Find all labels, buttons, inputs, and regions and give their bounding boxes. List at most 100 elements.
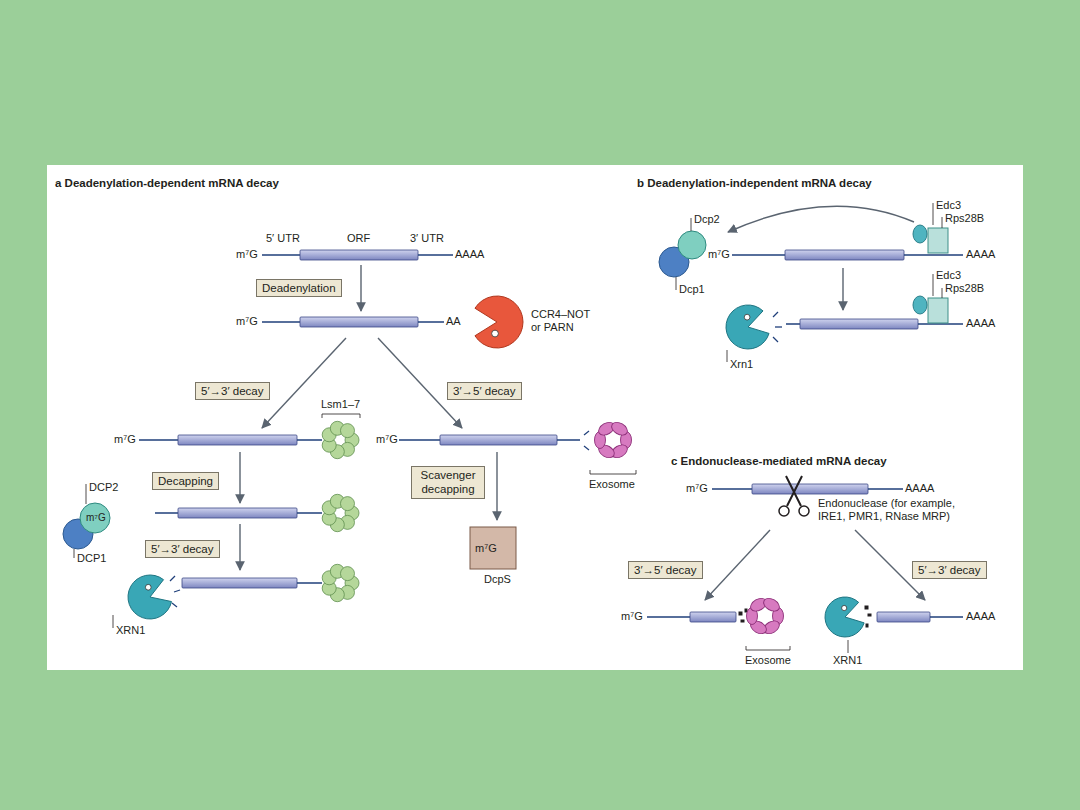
step-text: 5′→3′ decay [201, 384, 264, 398]
enzyme-pacman [825, 597, 864, 637]
figure-label: m⁷G [114, 433, 136, 446]
orf-bar [785, 250, 904, 260]
rna-fragment [865, 606, 868, 609]
figure-label: Exosome [589, 478, 635, 491]
leader-line [691, 218, 692, 231]
figure-panel [47, 165, 1023, 670]
enzyme-eye [842, 605, 847, 610]
figure-label: Edc3 [936, 269, 961, 282]
enzyme-eye [492, 330, 499, 337]
orf-bar [300, 250, 418, 260]
mrna-strand [262, 321, 300, 323]
step-box: Decapping [152, 472, 219, 490]
rna-fragment [739, 612, 742, 615]
orf-bar [178, 508, 297, 518]
figure-label: m⁷G [86, 512, 106, 524]
figure-label: m⁷G [621, 610, 643, 623]
figure-label: 3′ UTR [410, 232, 444, 245]
mrna-strand [297, 439, 322, 441]
step-text: Scavenger decapping [417, 468, 479, 497]
figure-label: 5′ UTR [266, 232, 300, 245]
enzyme-eye [145, 584, 151, 590]
figure-label: Dcp1 [679, 283, 705, 296]
figure-label: AA [446, 315, 461, 328]
orf-bar [800, 319, 918, 329]
flow-arrow [239, 524, 240, 570]
degradation-dash [773, 337, 778, 342]
mrna-strand [418, 254, 453, 256]
orf-bar [752, 484, 868, 494]
leader-line [942, 217, 943, 228]
figure-label: XRN1 [116, 624, 145, 637]
rna-fragment [868, 614, 871, 616]
figure-label: Edc3 [936, 199, 961, 212]
mrna-strand [732, 254, 785, 256]
enzyme-pacman [128, 575, 172, 619]
edc3-protein [913, 296, 927, 314]
step-text: 5′→3′ decay [151, 542, 214, 556]
mrna-strand [786, 323, 800, 325]
mrna-strand [647, 616, 690, 618]
mrna-strand [262, 254, 300, 256]
rps28b-protein [928, 228, 948, 253]
lsm-subunit [340, 497, 354, 511]
figure-label: b Deadenylation-independent mRNA decay [637, 177, 872, 190]
orf-bar [300, 317, 418, 327]
figure-label: AAAA [905, 482, 934, 495]
protein [80, 503, 110, 533]
figure-label: a Deadenylation-dependent mRNA decay [55, 177, 279, 190]
degradation-dash [773, 312, 778, 317]
degradation-dash [172, 603, 177, 607]
figure-label: m⁷G [236, 248, 258, 261]
step-text: 3′→5′ decay [453, 384, 516, 398]
figure-label: CCR4–NOT or PARN [531, 308, 595, 333]
edc3-protein [913, 225, 927, 243]
flow-arrow [262, 338, 346, 428]
scissors-handle [779, 506, 789, 516]
scissors-handle [799, 506, 809, 516]
figure-label: AAAA [966, 248, 995, 261]
mrna-strand [399, 439, 440, 441]
orf-bar [877, 612, 930, 622]
leader-line [933, 274, 934, 296]
leader-line [727, 350, 728, 362]
degradation-dash [584, 446, 589, 450]
degradation-dash [170, 576, 175, 581]
leader-line [74, 549, 75, 558]
degradation-dash [584, 431, 589, 435]
rna-fragment [741, 620, 744, 622]
leader-line [86, 484, 87, 504]
degradation-dash [174, 590, 180, 592]
figure-label: m⁷G [475, 542, 497, 555]
scissors-blade [786, 476, 802, 506]
step-box: 3′→5′ decay [447, 382, 522, 400]
enzyme-eye [744, 314, 750, 320]
figure-label: Endonuclease (for example, IRE1, PMR1, R… [818, 497, 968, 522]
figure-label: m⁷G [708, 248, 730, 261]
orf-bar [440, 435, 557, 445]
bracket [590, 470, 636, 474]
step-box: Deadenylation [256, 279, 342, 297]
orf-bar [182, 578, 297, 588]
figure-label: DcpS [484, 573, 511, 586]
figure-label: XRN1 [833, 654, 862, 667]
rna-fragment [866, 624, 868, 627]
step-box: 3′→5′ decay [628, 561, 703, 579]
mrna-strand [418, 321, 444, 323]
figure-label: Dcp2 [694, 213, 720, 226]
figure-label: Lsm1–7 [321, 398, 360, 411]
exosome-subunit [609, 420, 629, 438]
mrna-strand [930, 616, 963, 618]
flow-arrow [842, 268, 843, 310]
mrna-strand [297, 512, 322, 514]
figure-label: Xrn1 [730, 358, 753, 371]
mrna-strand [297, 582, 322, 584]
mrna-strand [868, 488, 903, 490]
figure-label: ORF [347, 232, 370, 245]
figure-label: AAAA [966, 317, 995, 330]
flow-arrow [705, 530, 770, 600]
figure-label: DCP2 [89, 481, 118, 494]
flow-arrow [239, 452, 240, 503]
mrna-strand [557, 439, 580, 441]
